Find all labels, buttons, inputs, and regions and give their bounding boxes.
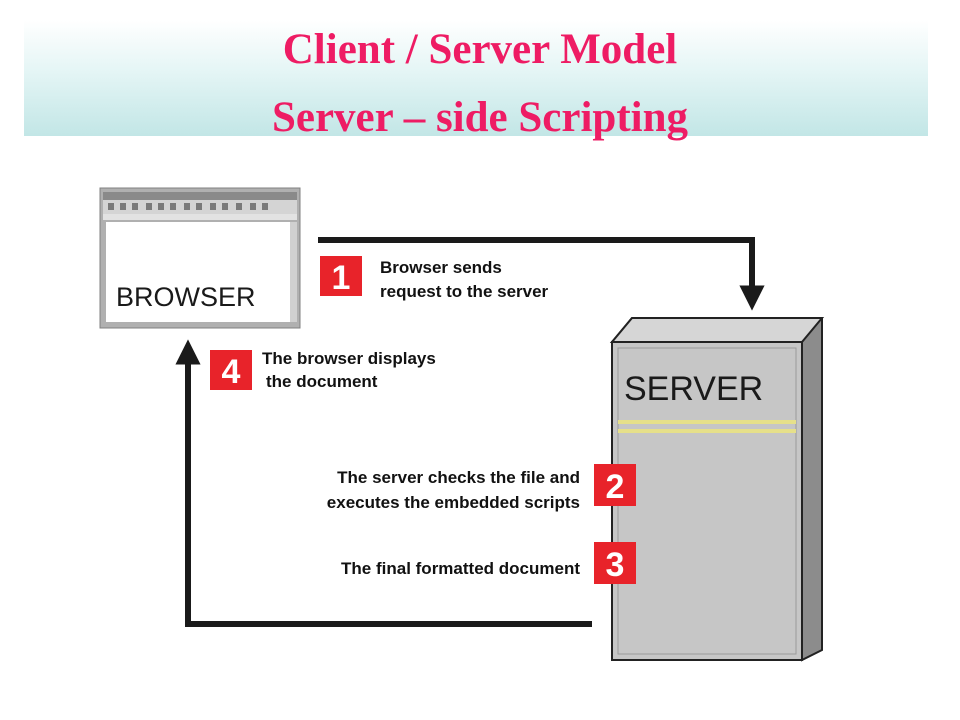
step-2-text-line2: executes the embedded scripts (327, 493, 580, 512)
response-arrow (175, 339, 592, 627)
step-2: 2 The server checks the file and execute… (327, 464, 636, 512)
step-2-number: 2 (606, 468, 625, 506)
browser-window: BROWSER (99, 187, 301, 329)
step-4: 4 The browser displays the document (210, 349, 436, 391)
request-arrow (318, 237, 765, 311)
step-1-number: 1 (332, 259, 351, 297)
step-4-badge (210, 350, 252, 390)
browser-label: BROWSER (116, 282, 256, 312)
toolbar-icons (108, 203, 268, 210)
step-2-badge (594, 464, 636, 506)
server-top (609, 317, 825, 343)
page-subtitle: Server – side Scripting (271, 94, 689, 141)
step-4-text-line1: The browser displays (262, 349, 436, 368)
step-4-number: 4 (222, 353, 241, 391)
browser-scrollbar (290, 222, 297, 322)
server-stripes (618, 420, 796, 433)
page-title: Client / Server Model (282, 26, 678, 73)
step-1-text-line2: request to the server (380, 282, 549, 301)
browser-viewport (106, 222, 290, 322)
step-1-badge (320, 256, 362, 296)
title-band (24, 20, 928, 136)
step-1-text-line1: Browser sends (380, 258, 502, 277)
browser-address-bar (103, 214, 297, 220)
step-4-text-line2: the document (266, 372, 378, 391)
step-3-text-line1: The final formatted document (341, 559, 580, 578)
server-front (611, 341, 803, 661)
server-label: SERVER (624, 370, 763, 408)
step-2-text-line1: The server checks the file and (337, 468, 580, 487)
browser-titlebar (103, 192, 297, 200)
server-cabinet: SERVER (609, 317, 825, 662)
step-3-number: 3 (606, 546, 625, 584)
step-3-badge (594, 542, 636, 584)
step-1: 1 Browser sends request to the server (320, 256, 549, 301)
step-3: 3 The final formatted document (341, 542, 636, 584)
